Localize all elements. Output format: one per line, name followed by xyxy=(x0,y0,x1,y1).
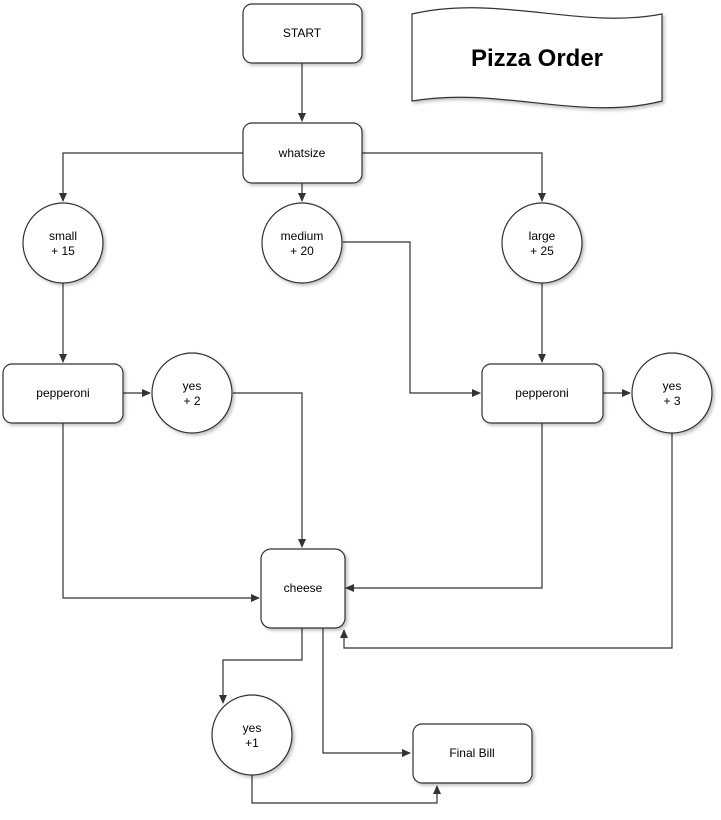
title-banner-shape xyxy=(411,7,663,109)
edge-whatsize-small xyxy=(59,152,243,202)
pepperoni-left-label: pepperoni xyxy=(36,386,89,400)
yes-right-node[interactable]: yes + 3 xyxy=(631,352,713,434)
small-label: small xyxy=(49,229,77,243)
start-label: START xyxy=(283,26,322,40)
medium-price: + 20 xyxy=(290,244,314,258)
cheese-node[interactable]: cheese xyxy=(260,548,346,629)
cheese-label: cheese xyxy=(284,581,323,595)
edge-pepperoni-right-cheese xyxy=(345,423,543,592)
pepperoni-left-node[interactable]: pepperoni xyxy=(2,363,124,424)
large-price: + 25 xyxy=(530,244,554,258)
yes-left-node[interactable]: yes + 2 xyxy=(151,352,233,434)
page-title: Pizza Order xyxy=(471,45,603,72)
final-bill-node[interactable]: Final Bill xyxy=(412,723,533,784)
medium-node[interactable]: medium + 20 xyxy=(261,202,343,284)
start-node[interactable]: START xyxy=(242,3,363,64)
large-node[interactable]: large + 25 xyxy=(501,202,583,284)
yes-left-price: + 2 xyxy=(183,394,200,408)
yes-cheese-label: yes xyxy=(243,721,262,735)
large-label: large xyxy=(529,229,556,243)
title-banner: Pizza Order xyxy=(411,7,663,109)
whatsize-label: whatsize xyxy=(278,146,326,160)
small-price: + 15 xyxy=(51,244,75,258)
edge-yes-left-cheese xyxy=(233,392,306,548)
yes-left-label: yes xyxy=(183,379,202,393)
edge-yes-right-cheese xyxy=(340,432,673,649)
edge-cheese-final-bill xyxy=(322,628,411,757)
pepperoni-right-label: pepperoni xyxy=(515,386,568,400)
yes-right-label: yes xyxy=(663,379,682,393)
edge-yes-cheese-final-bill xyxy=(251,775,441,804)
yes-right-price: + 3 xyxy=(663,394,680,408)
final-bill-label: Final Bill xyxy=(449,746,494,760)
small-node[interactable]: small + 15 xyxy=(22,202,104,284)
edge-cheese-yes-cheese xyxy=(219,628,303,704)
medium-label: medium xyxy=(281,229,324,243)
edge-pepperoni-left-cheese xyxy=(62,423,260,602)
edge-medium-pepperoni-right xyxy=(343,241,481,397)
edge-whatsize-large xyxy=(361,152,546,202)
yes-cheese-node[interactable]: yes +1 xyxy=(211,694,293,776)
edges xyxy=(59,63,673,804)
whatsize-node[interactable]: whatsize xyxy=(242,122,363,184)
pepperoni-right-node[interactable]: pepperoni xyxy=(481,363,604,424)
yes-cheese-price: +1 xyxy=(245,736,259,750)
